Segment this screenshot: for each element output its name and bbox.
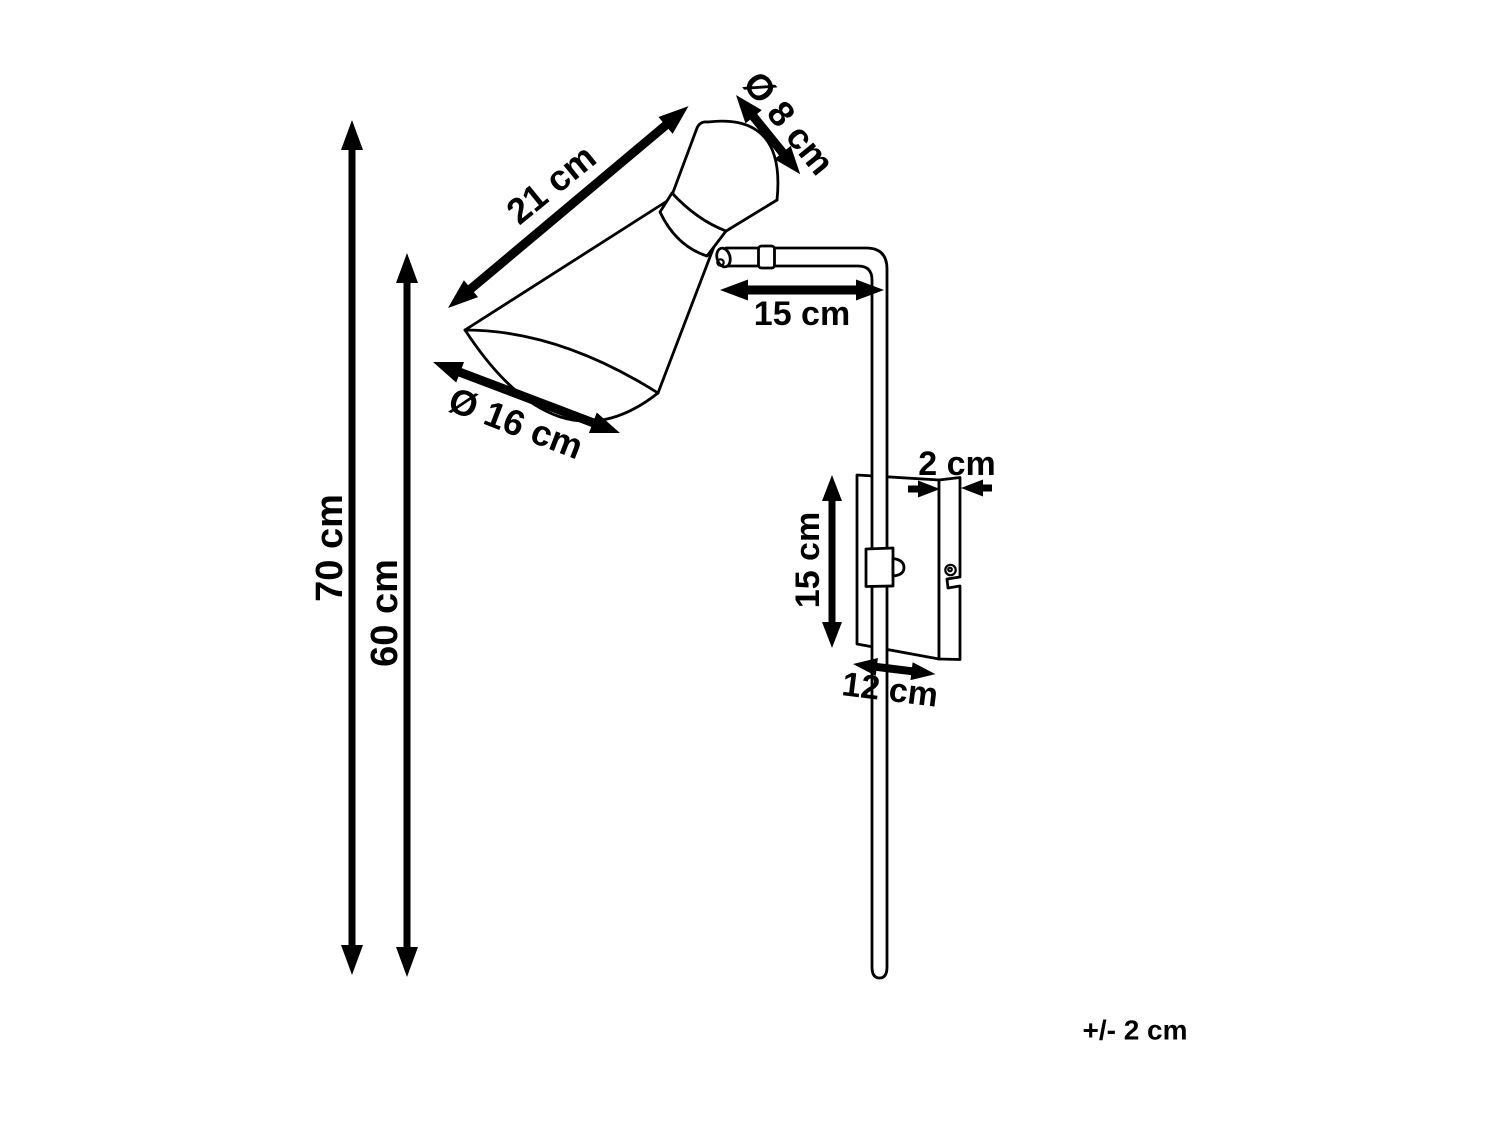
bracket-height-dimension: 15 cm	[789, 475, 842, 648]
arm-and-pole-outline	[724, 246, 889, 980]
arm-projection-dimension: 15 cm	[720, 279, 884, 333]
shade-small-opening-rim	[706, 119, 780, 202]
switch-knob-icon	[891, 557, 906, 578]
pole-height-arrow	[396, 253, 418, 977]
shade-length-arrow	[448, 106, 689, 308]
shade-waist-band	[658, 191, 728, 258]
bracket-depth-arrow-right	[961, 479, 992, 497]
arm-sleeve-joint	[757, 244, 776, 270]
shade-hinge-curl	[716, 258, 725, 267]
shade-big-cone-body	[465, 196, 718, 393]
arm-and-pole	[715, 244, 889, 980]
shade-small-cone-body	[672, 121, 778, 235]
switch-housing	[864, 546, 895, 588]
switch-block	[864, 546, 906, 588]
bracket-height-label: 15 cm	[789, 512, 827, 608]
bracket-width-arrow	[853, 657, 936, 681]
shade-big-opening-near-rim	[463, 328, 660, 423]
bracket-depth-label: 2 cm	[918, 445, 996, 483]
total-height-arrow	[341, 120, 363, 975]
shade-big-opening-fill	[465, 330, 658, 422]
pole-height-dimension: 60 cm	[364, 253, 418, 977]
bracket-depth-arrow-left	[908, 480, 940, 498]
bracket-height-arrow	[822, 475, 842, 648]
total-height-dimension: 70 cm	[309, 120, 363, 975]
tolerance-note-label: +/- 2 cm	[1082, 1015, 1187, 1046]
shade-hinge-pivot	[715, 246, 732, 269]
lamp-shade	[463, 119, 780, 423]
pole-height-label: 60 cm	[364, 559, 406, 667]
shade-top-diameter-arrow	[736, 95, 801, 175]
tolerance-note: +/- 2 cm	[1082, 1015, 1187, 1046]
shade-small-cone-right-edge	[716, 198, 779, 238]
bracket-width-dimension: 12 cm	[840, 657, 940, 715]
total-height-label: 70 cm	[309, 494, 351, 602]
shade-bottom-diameter-arrow	[433, 362, 620, 434]
bracket-screw-slot-icon	[947, 566, 953, 573]
arm-projection-label: 15 cm	[754, 295, 850, 333]
shade-small-cone-left-edge	[670, 120, 710, 197]
shade-big-opening-far-rim	[463, 328, 660, 395]
shade-big-cone-left-edge	[463, 194, 677, 332]
bracket-screw-icon	[944, 563, 957, 577]
bracket-depth-dimension: 2 cm	[908, 445, 996, 498]
arm-projection-arrow	[720, 279, 884, 301]
shade-big-cone-right-edge	[656, 234, 720, 395]
